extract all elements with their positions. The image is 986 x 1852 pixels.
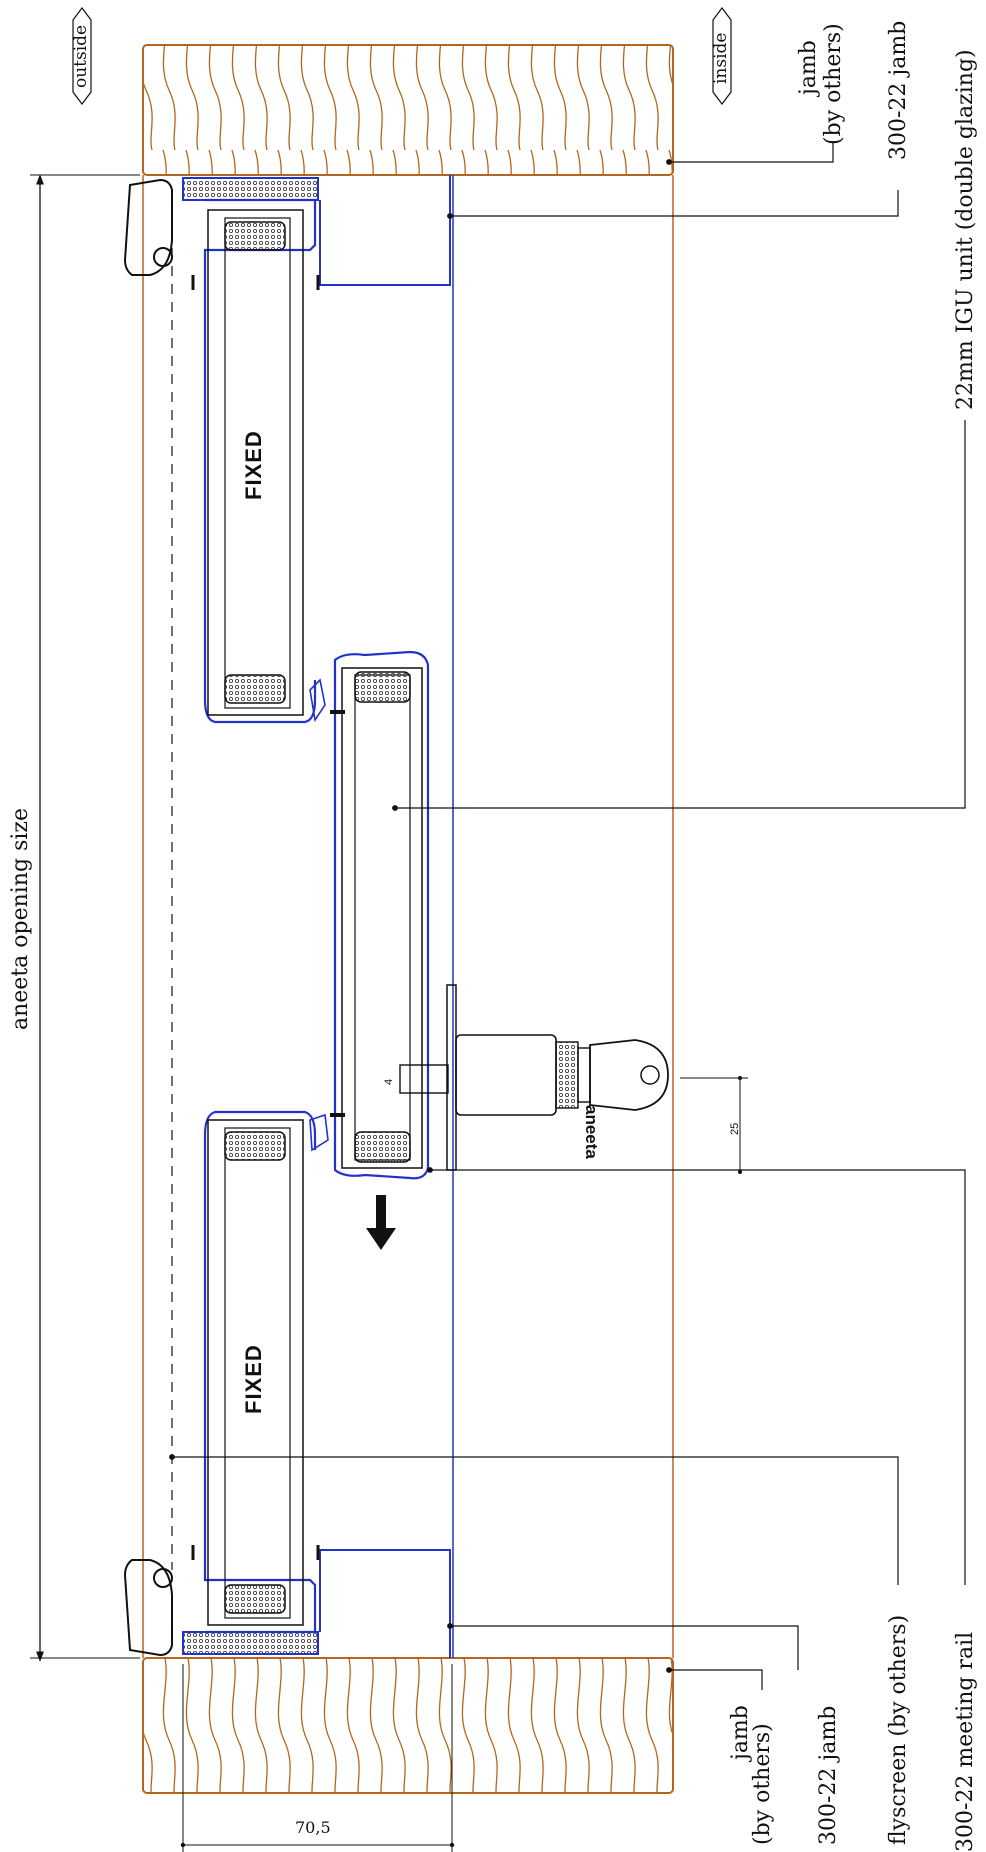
slide-direction-arrow xyxy=(366,1195,396,1250)
callout-jamb-bottom: jamb xyxy=(728,1705,753,1760)
fixed-sash-top xyxy=(182,175,451,724)
lock-brand: aneeta xyxy=(582,1105,601,1159)
leader-lines xyxy=(169,142,966,1690)
callout-300-22-jamb-bottom: 300-22 jamb xyxy=(816,1705,841,1845)
fixed-label-top: FIXED xyxy=(241,430,266,500)
callout-300-22-jamb-top: 300-22 jamb xyxy=(886,20,911,160)
callout-jamb-top-sub: (by others) xyxy=(821,23,846,145)
callout-jamb-top: jamb xyxy=(796,40,821,95)
callout-jamb-bottom-sub: (by others) xyxy=(750,1723,775,1845)
aneeta-lock xyxy=(399,984,669,1171)
inside-tag: inside xyxy=(711,32,731,85)
opening-size-label: aneeta opening size xyxy=(8,807,33,1030)
key-offset-label: 25 xyxy=(729,1122,741,1135)
width-dim-label: 70,5 xyxy=(295,1818,331,1837)
flyscreen-frame-top xyxy=(123,178,173,276)
flyscreen-frame-bottom xyxy=(123,1559,173,1657)
sliding-sash xyxy=(309,650,430,1180)
fixed-sash-bottom xyxy=(182,1110,451,1658)
callout-flyscreen: flyscreen (by others) xyxy=(886,1614,911,1845)
stop-number: 4 xyxy=(383,1078,395,1085)
callout-meeting-rail: 300-22 meeting rail xyxy=(953,1631,978,1852)
inside-tag-box xyxy=(712,7,732,105)
outside-tag-box xyxy=(72,7,92,105)
jamb-top-timber xyxy=(142,44,674,176)
outside-tag: outside xyxy=(71,24,91,88)
jamb-bottom-timber xyxy=(142,1657,674,1794)
callout-igu: 22mm IGU unit (double glazing) xyxy=(953,49,978,410)
width-dim xyxy=(180,1664,455,1852)
fixed-label-bottom: FIXED xyxy=(241,1344,266,1414)
key-offset-dim xyxy=(680,1076,748,1174)
